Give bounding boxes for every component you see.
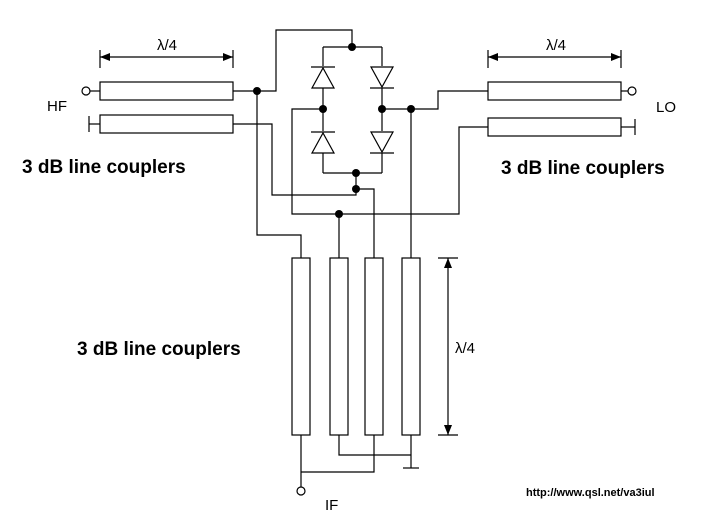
right-coupler-line-bottom: [487, 117, 622, 137]
left-coupler-line-bottom: [99, 114, 234, 134]
bottom-coupler: [291, 257, 421, 436]
lo-port-terminal: [627, 86, 637, 96]
right-coupler-line-top: [487, 81, 622, 101]
left-dimension-label: λ/4: [157, 37, 177, 54]
bottom-dimension-label: λ/4: [455, 340, 475, 357]
if-port-label: IF: [325, 497, 338, 514]
hf-port-label: HF: [47, 98, 67, 115]
diode-bottom-left: [310, 131, 336, 154]
diode-top-right: [369, 66, 395, 89]
source-url: http://www.qsl.net/va3iul: [526, 487, 655, 499]
bottom-coupler-label: 3 dB line couplers: [77, 339, 241, 360]
left-coupler-line-top: [99, 81, 234, 101]
right-dimension-label: λ/4: [546, 37, 566, 54]
right-coupler-label: 3 dB line couplers: [501, 158, 665, 179]
lo-port-label: LO: [656, 99, 676, 116]
right-coupler: [487, 81, 622, 137]
right-dimension: [487, 50, 622, 68]
left-coupler: [99, 81, 234, 134]
bottom-coupler-line-2: [329, 257, 349, 436]
diode-top-left: [310, 66, 336, 89]
bottom-coupler-line-1: [291, 257, 311, 436]
bottom-dimension: [438, 257, 458, 436]
left-coupler-label: 3 dB line couplers: [22, 157, 186, 178]
bottom-coupler-line-3: [364, 257, 384, 436]
diode-bottom-right: [369, 131, 395, 154]
hf-port-terminal: [81, 86, 91, 96]
left-dimension: [99, 50, 234, 68]
bottom-coupler-line-4: [401, 257, 421, 436]
if-port-terminal: [296, 486, 306, 496]
